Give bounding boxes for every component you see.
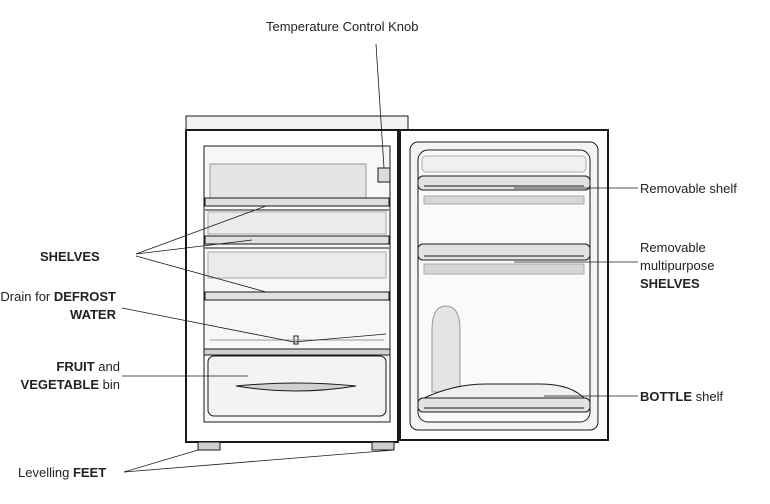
right-foot bbox=[371, 441, 395, 451]
temperature-knob bbox=[377, 167, 391, 183]
back-panel bbox=[209, 163, 367, 199]
left-foot bbox=[197, 441, 221, 451]
bottle-label-bold: BOTTLE bbox=[640, 389, 692, 404]
feet-leader-2 bbox=[123, 449, 395, 473]
shelf-2-panel bbox=[207, 211, 387, 235]
drain-label-prefix: Drain for bbox=[0, 289, 54, 304]
drain-label-bold-2: WATER bbox=[70, 307, 116, 322]
bottle-label-rest: shelf bbox=[692, 389, 724, 404]
feet-label-bold: FEET bbox=[72, 465, 107, 480]
feet-leader-1 bbox=[123, 449, 199, 473]
temperature-knob-label: Temperature Control Knob bbox=[266, 19, 419, 34]
bottle-silhouette bbox=[431, 305, 461, 393]
cabinet-body bbox=[185, 129, 399, 443]
shelf-3 bbox=[204, 291, 390, 301]
drain-leader bbox=[121, 307, 295, 343]
vegetable-label-rest: bin bbox=[99, 377, 120, 392]
door-liner bbox=[417, 149, 591, 423]
crisper-handle bbox=[235, 382, 357, 392]
shelves-leader-3 bbox=[135, 255, 267, 293]
crisper-top-rail bbox=[203, 348, 391, 356]
fruit-label: FRUIT and VEGETABLE bin bbox=[21, 358, 120, 394]
upper-door-area bbox=[421, 155, 587, 173]
shelves-label: SHELVES bbox=[40, 248, 100, 265]
feet-label-prefix: Levelling bbox=[18, 465, 73, 480]
feet-label: Levelling FEET bbox=[18, 464, 106, 481]
bottle-shelf-label: BOTTLE shelf bbox=[640, 388, 723, 405]
shelves-label-text: SHELVES bbox=[40, 249, 100, 264]
bottle-shelf bbox=[417, 383, 591, 413]
drain-leader-2 bbox=[293, 333, 387, 343]
shelf-1 bbox=[204, 197, 390, 211]
shelves-leader-2 bbox=[135, 239, 253, 255]
removable-shelf-label: Removable shelf bbox=[640, 181, 737, 196]
fruit-label-rest: and bbox=[94, 359, 120, 374]
shelf-3-panel bbox=[207, 251, 387, 279]
door-outer bbox=[399, 129, 609, 441]
fruit-label-bold: FRUIT bbox=[56, 359, 95, 374]
vegetable-label-bold: VEGETABLE bbox=[20, 377, 100, 392]
cabinet-top bbox=[185, 115, 409, 131]
multipurpose-shelves-label: Removable multipurpose SHELVES bbox=[640, 239, 714, 293]
multipurpose-line-2: multipurpose bbox=[640, 258, 715, 273]
drain-label-bold-1: DEFROST bbox=[53, 289, 116, 304]
multipurpose-line-1: Removable bbox=[640, 240, 706, 255]
removable-shelf bbox=[417, 175, 591, 205]
drain-label: Drain for DEFROST WATER bbox=[0, 288, 116, 324]
multipurpose-line-3: SHELVES bbox=[640, 276, 700, 291]
shelf-2 bbox=[204, 235, 390, 249]
multipurpose-shelf bbox=[417, 243, 591, 275]
knob-leader bbox=[375, 43, 385, 169]
shelves-leader-1 bbox=[135, 205, 267, 255]
